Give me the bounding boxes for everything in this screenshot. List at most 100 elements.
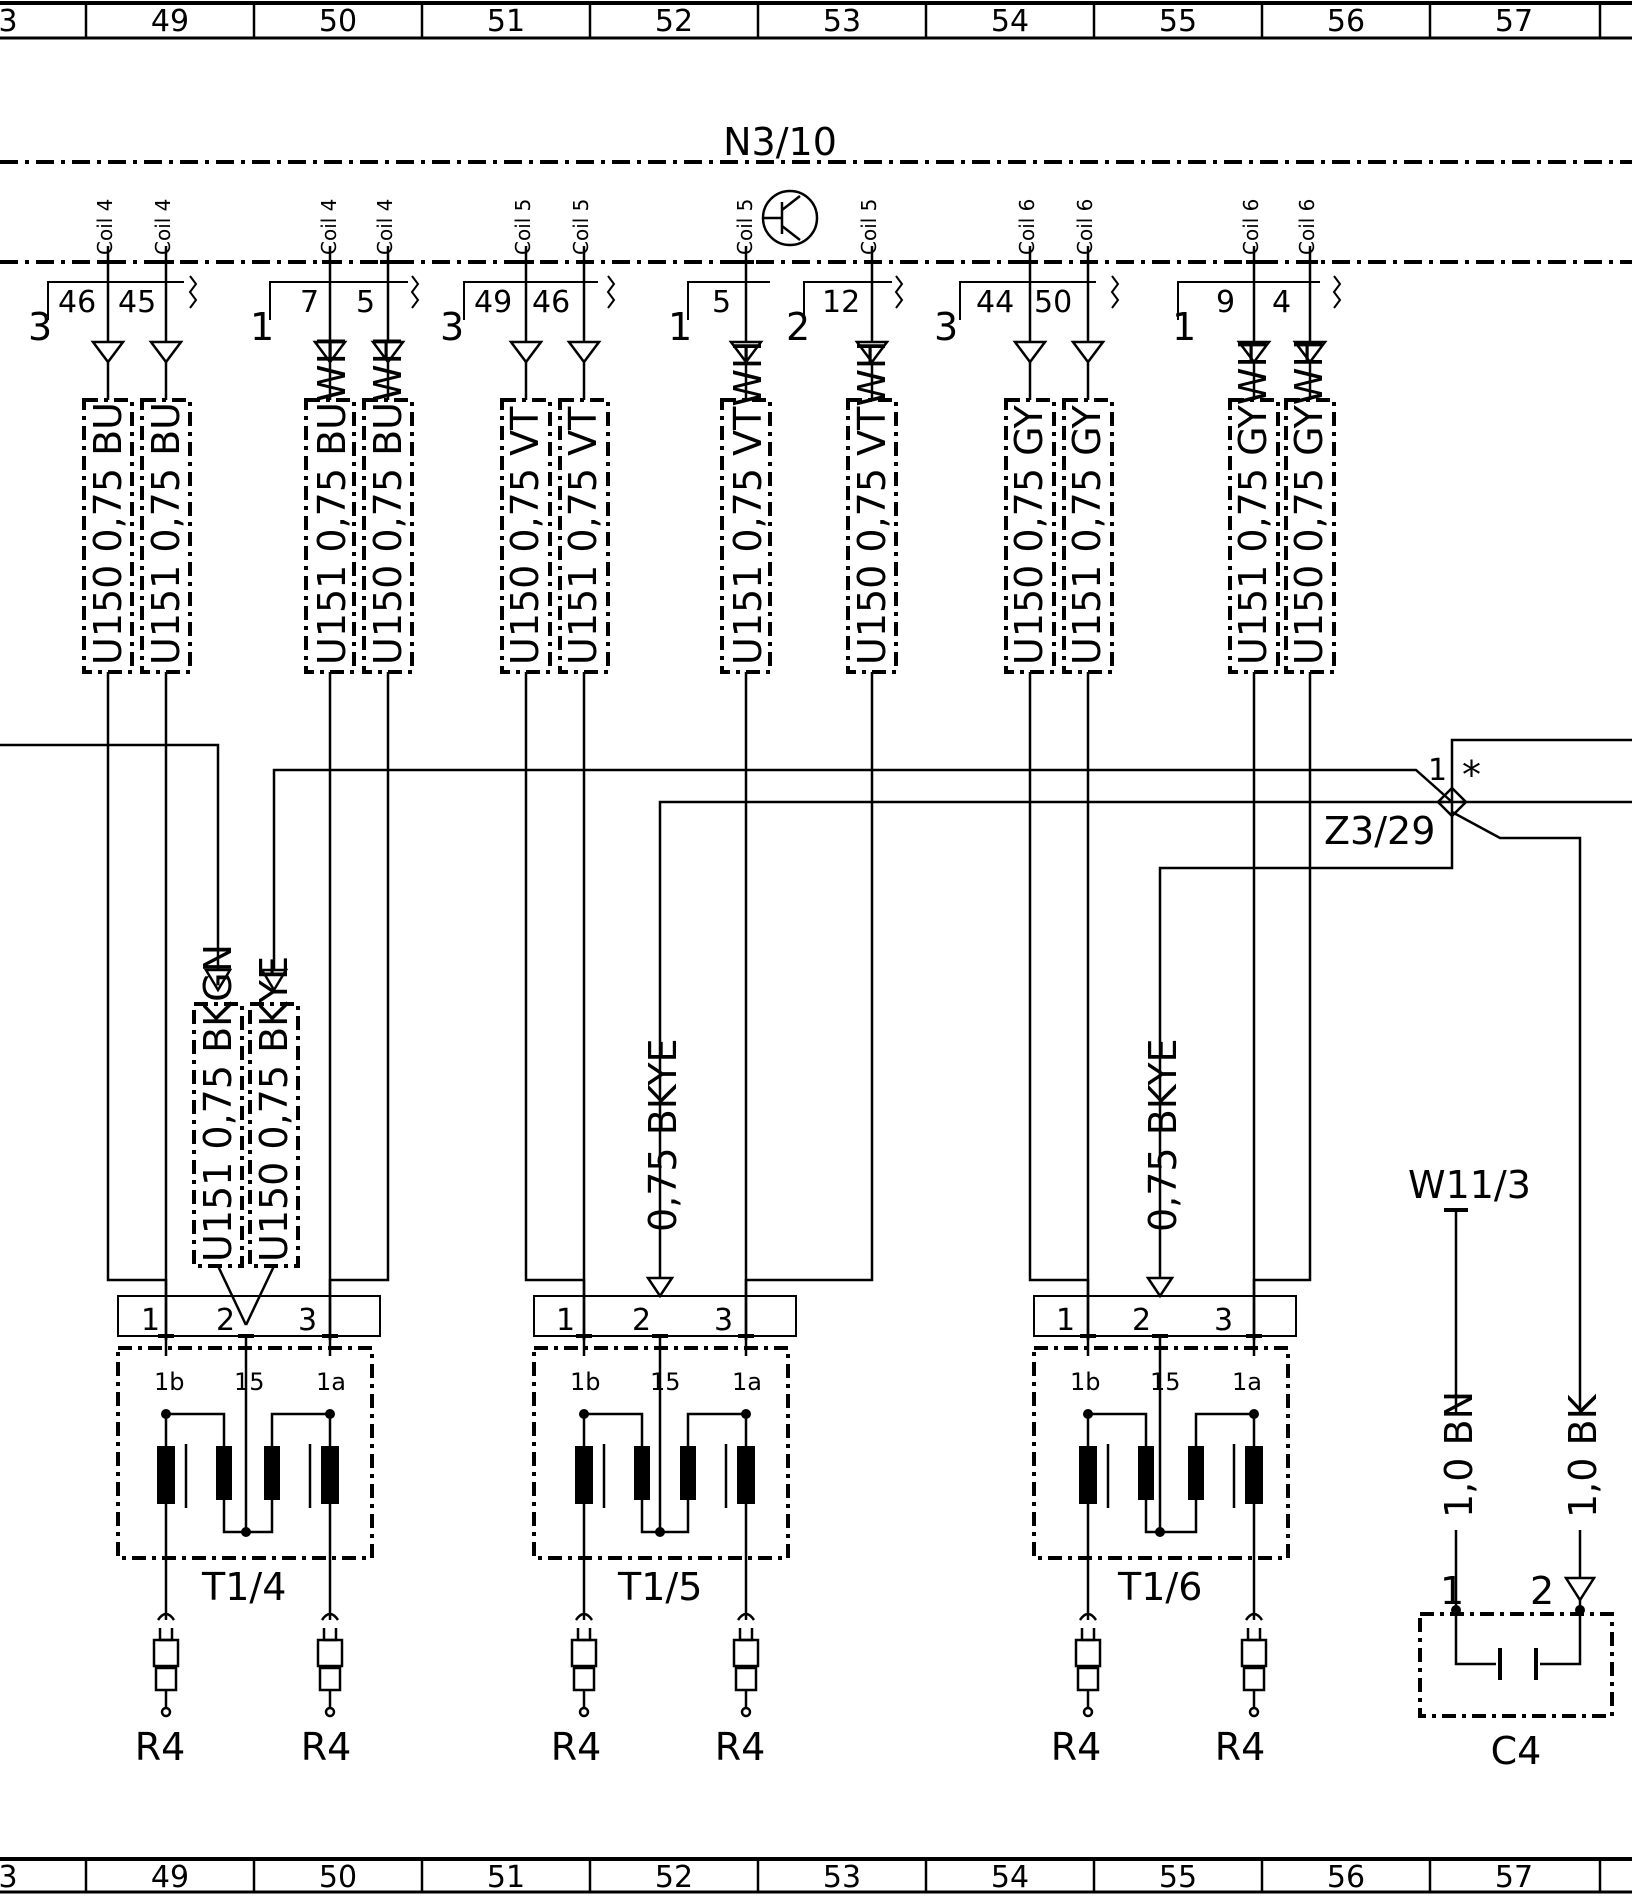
- wire-columns: U150 0,75 BU U151 0,75 BU U151 0,75 BUWH…: [82, 246, 1342, 1340]
- arrow-icon: [728, 340, 764, 365]
- coil-texts: 1 2 3 1b 15 1a T1/4 1 2 3 1b 15 1a T1/5 …: [141, 1303, 1262, 1609]
- ruler-cell: 55: [1159, 4, 1197, 39]
- coil-terminal: 1b: [154, 1368, 185, 1396]
- secondary-winding-icon: [737, 1446, 755, 1504]
- spark-plug-label: R4: [1215, 1725, 1266, 1769]
- splice-wiring: Z3/29 1 *: [0, 738, 1632, 1415]
- squiggle-icon: [410, 275, 420, 309]
- connector-number: 3: [440, 305, 464, 349]
- primary-winding-icon: [216, 1446, 232, 1500]
- wire-label: 1,0 BK: [1561, 1393, 1605, 1518]
- pin-number: 5: [712, 285, 731, 320]
- wire-label: U151 0,75 GYWH: [1231, 339, 1275, 665]
- splice-label: Z3/29: [1324, 809, 1435, 853]
- coil-terminal: 1b: [1070, 1368, 1101, 1396]
- coil-pin: 2: [1132, 1303, 1151, 1338]
- coil-pin: 1: [141, 1303, 160, 1338]
- squiggle-icon: [894, 275, 904, 309]
- coil-name: T1/5: [617, 1565, 702, 1609]
- junction-dot: [1249, 1409, 1259, 1419]
- wire-column: [328, 246, 420, 1340]
- spark-plug-labels: R4 R4 R4 R4 R4 R4: [135, 1725, 1266, 1769]
- ruler-cell: 56: [1327, 1860, 1365, 1895]
- arrow-icon: [1236, 340, 1272, 365]
- ruler-cell: 51: [487, 1860, 525, 1895]
- pin-number: 5: [356, 285, 375, 320]
- secondary-winding-icon: [1245, 1446, 1263, 1504]
- ruler-cell: 50: [319, 4, 357, 39]
- spark-plug-icon: [1082, 1706, 1094, 1718]
- spark-plug-label: R4: [1051, 1725, 1102, 1769]
- transistor-icon: [761, 189, 819, 247]
- ruler-cell: 53: [823, 4, 861, 39]
- primary-winding-icon: [1138, 1446, 1154, 1500]
- arrow-icon: [312, 340, 348, 365]
- wire-label: U151 0,75 VTWH: [726, 341, 770, 665]
- spark-plug-icon: [1074, 1638, 1102, 1668]
- coil-label: Coil 5: [857, 199, 881, 255]
- wire-label: U150 0,75 VT: [503, 406, 547, 665]
- wire-label: U151 0,75 VT: [561, 406, 605, 665]
- squiggle-icon: [606, 275, 616, 309]
- wire-column: [1252, 246, 1342, 1340]
- coil-label: Coil 4: [93, 199, 117, 255]
- coil-label: Coil 5: [569, 199, 593, 255]
- pin-number: 12: [822, 285, 860, 320]
- arrow-icon: [566, 340, 602, 365]
- pin-number: 46: [58, 285, 96, 320]
- junction-dot: [241, 1527, 251, 1537]
- wire-column: [1062, 246, 1120, 1340]
- splice-pin: 1: [1428, 753, 1447, 788]
- coil-wire: [686, 1412, 746, 1446]
- wire-label: U150 0,75 VTWH: [850, 341, 894, 665]
- coil-pin: 1: [1056, 1303, 1075, 1338]
- pin-number: 45: [118, 285, 156, 320]
- coil-pin: 3: [298, 1303, 317, 1338]
- coil-wire: [640, 1356, 662, 1534]
- arrow-icon: [90, 340, 126, 365]
- wire-column: [304, 246, 356, 1340]
- primary-winding-icon: [634, 1446, 650, 1500]
- ruler-cell: 49: [151, 1860, 189, 1895]
- coil-pin: 1: [556, 1303, 575, 1338]
- primary-winding-icon: [264, 1446, 280, 1500]
- arrow-icon: [508, 340, 544, 365]
- wire-segment: [744, 672, 874, 1340]
- ignition-coils: [116, 1295, 1297, 1718]
- secondary-winding-icon: [157, 1446, 175, 1504]
- capacitor-pin: 2: [1530, 1569, 1554, 1613]
- wire-segment: [1252, 672, 1312, 1340]
- spark-plug-icon: [732, 1638, 760, 1668]
- connector-number: 3: [28, 305, 52, 349]
- plug-connector: [736, 1612, 756, 1621]
- plug-connector: [574, 1612, 594, 1621]
- junction-dot: [1083, 1409, 1093, 1419]
- connector-number: 2: [786, 305, 810, 349]
- spark-plug-label: R4: [551, 1725, 602, 1769]
- spark-plug-label: R4: [135, 1725, 186, 1769]
- capacitor-label: C4: [1491, 1729, 1542, 1773]
- spark-plug-label: R4: [301, 1725, 352, 1769]
- pin-number: 7: [300, 285, 319, 320]
- pin-number: 9: [1216, 285, 1235, 320]
- coil-wire: [1144, 1356, 1162, 1534]
- ignition-coil: [116, 1295, 381, 1718]
- junction-dot: [579, 1409, 589, 1419]
- spark-plug-icon: [1242, 1666, 1266, 1692]
- ruler-cell: 52: [655, 4, 693, 39]
- ruler-cell: 53: [823, 1860, 861, 1895]
- ruler-cell: 52: [655, 1860, 693, 1895]
- spark-plug-icon: [318, 1666, 342, 1692]
- coil-wire: [222, 1356, 248, 1534]
- arrow-icon: [148, 340, 184, 365]
- ruler-cell: 49: [151, 4, 189, 39]
- wire-column: [140, 246, 198, 1340]
- arrow-icon: [1070, 340, 1106, 365]
- arrow-icon: [370, 340, 406, 365]
- coil-label: Coil 6: [1015, 199, 1039, 255]
- arrow-icon: [1012, 340, 1048, 365]
- ruler-cell: 57: [1495, 4, 1533, 39]
- coil-terminal: 1b: [570, 1368, 601, 1396]
- control-unit-label: N3/10: [723, 120, 837, 164]
- coil-wire: [1194, 1412, 1254, 1446]
